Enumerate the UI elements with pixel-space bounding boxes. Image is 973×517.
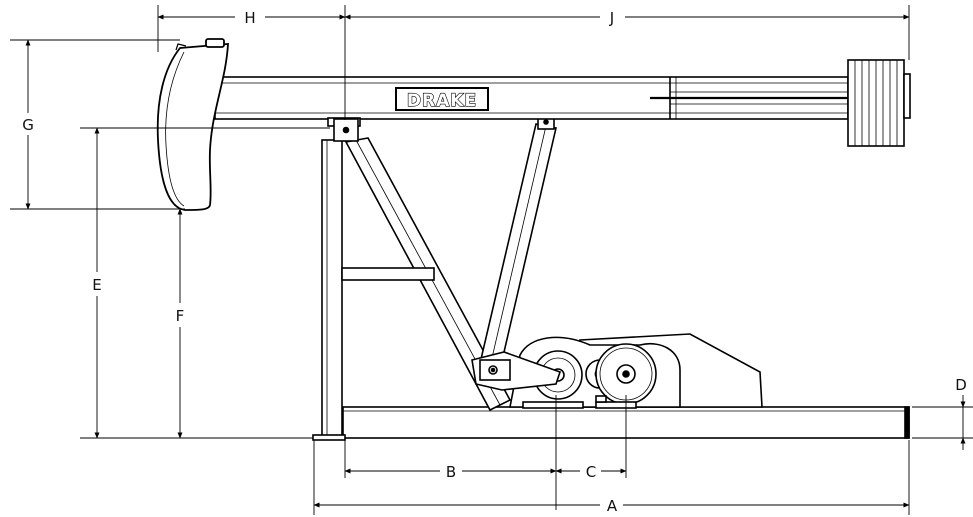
counterweight (847, 59, 911, 147)
brand-plate: DRAKE (395, 87, 489, 112)
gear-reducer (509, 333, 763, 409)
dimension-label-j: J (609, 9, 614, 27)
dimension-label-d: D (955, 376, 967, 394)
cross-brace (341, 267, 435, 281)
dimension-lines (10, 5, 973, 515)
walking-beam (214, 76, 849, 120)
brand-label: DRAKE (407, 91, 477, 111)
dimension-label-f: F (176, 307, 185, 325)
horsehead (156, 38, 229, 211)
dimension-label-e: E (92, 276, 101, 294)
saddle-bearing (327, 117, 361, 142)
dimension-label-a: A (607, 497, 618, 515)
samson-post-front-leg (312, 139, 346, 441)
crank-arm (471, 351, 562, 391)
dimension-label-b: B (446, 463, 456, 481)
dimension-label-h: H (244, 9, 255, 27)
dimension-label-c: C (586, 463, 596, 481)
dimension-label-g: G (22, 116, 34, 134)
